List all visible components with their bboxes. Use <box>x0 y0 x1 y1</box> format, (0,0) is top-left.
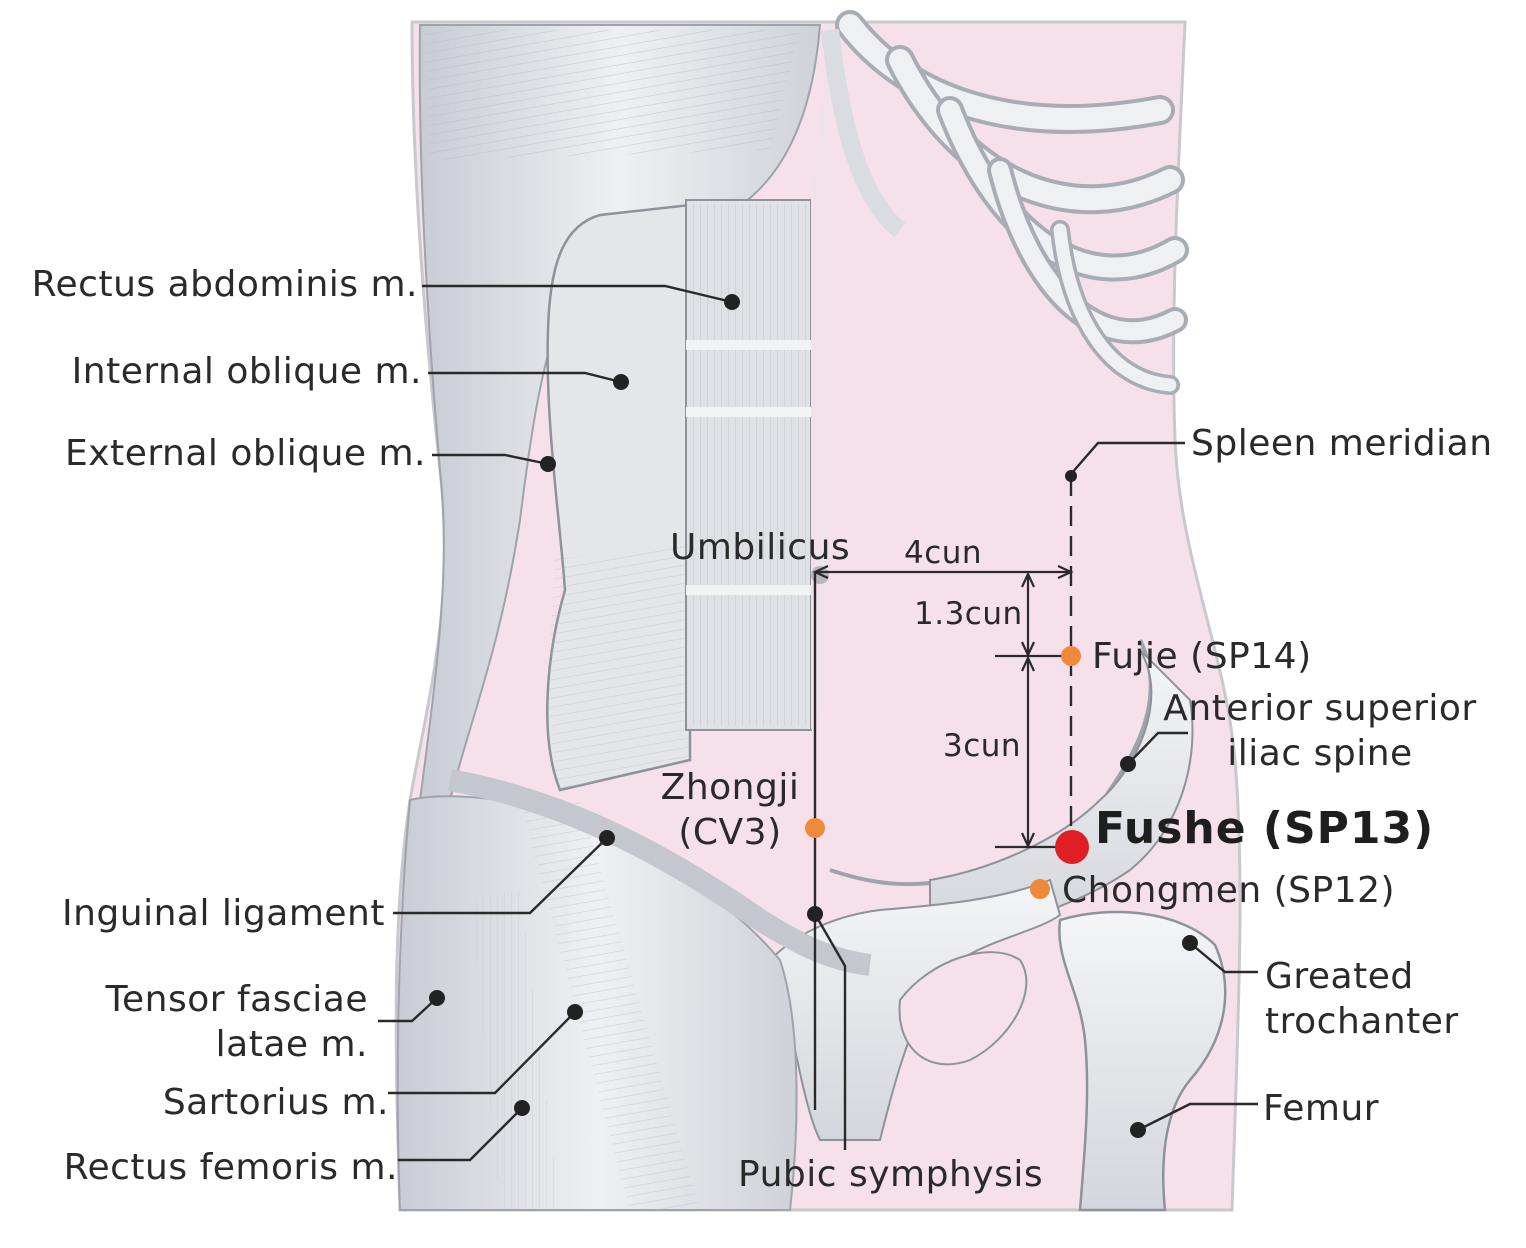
label-inguinal-ligament: Inguinal ligament <box>62 893 385 934</box>
leader-lines <box>378 284 1258 1162</box>
acupoint-chongmen <box>1030 879 1050 899</box>
label-zhongji-line2: (CV3) <box>678 812 782 853</box>
label-3cun: 3cun <box>943 728 1022 764</box>
rectus-fibers <box>690 204 807 726</box>
sartorius-band <box>520 800 700 1210</box>
label-umbilicus: Umbilicus <box>670 527 851 568</box>
acupoint-fushe <box>1055 830 1089 864</box>
rib-cage <box>835 10 1189 395</box>
label-1-3cun: 1.3cun <box>914 596 1023 632</box>
label-pubic-symphysis: Pubic symphysis <box>738 1154 1044 1195</box>
label-tensor-fasciae: Tensor fasciae latae m. <box>106 977 368 1067</box>
label-asis-line1: Anterior superior <box>1163 688 1477 729</box>
label-fushe: Fushe (SP13) <box>1095 803 1435 854</box>
label-internal-oblique: Internal oblique m. <box>71 351 422 392</box>
measurement-arrows <box>812 565 1074 849</box>
label-zhongji: Zhongji (CV3) <box>650 765 810 855</box>
label-tensor-line1: Tensor fasciae <box>105 979 368 1020</box>
linea-alba-region <box>811 30 830 730</box>
costal-cartilage <box>821 29 906 238</box>
label-external-oblique: External oblique m. <box>65 433 426 474</box>
label-asis: Anterior superior iliac spine <box>1150 686 1490 776</box>
label-spleen-meridian: Spleen meridian <box>1191 423 1493 464</box>
femur-bone <box>1058 910 1227 1212</box>
label-asis-line2: iliac spine <box>1227 733 1413 774</box>
internal-oblique-fibers <box>549 540 690 790</box>
label-4cun: 4cun <box>904 535 983 571</box>
label-sartorius: Sartorius m. <box>162 1082 389 1123</box>
label-greated-line1: Greated <box>1265 956 1414 997</box>
upper-left-fibers <box>425 30 800 160</box>
rectus-femoris-band <box>470 890 560 1210</box>
inguinal-band <box>448 769 872 976</box>
acupoint-fujie <box>1061 646 1081 666</box>
label-tensor-line2: latae m. <box>215 1024 368 1065</box>
label-rectus-femoris: Rectus femoris m. <box>63 1147 398 1188</box>
acupoint-zhongji <box>805 818 825 838</box>
obturator-ring <box>898 951 1028 1066</box>
label-fujie: Fujie (SP14) <box>1092 636 1312 677</box>
label-greated-line2: trochanter <box>1265 1001 1459 1042</box>
label-rectus-abdominis: Rectus abdominis m. <box>31 264 418 305</box>
label-zhongji-line1: Zhongji <box>660 767 800 808</box>
label-femur: Femur <box>1263 1088 1380 1129</box>
leader-dots <box>429 294 1198 1138</box>
label-greated-trochanter: Greated trochanter <box>1265 954 1459 1044</box>
label-chongmen: Chongmen (SP12) <box>1062 870 1396 911</box>
